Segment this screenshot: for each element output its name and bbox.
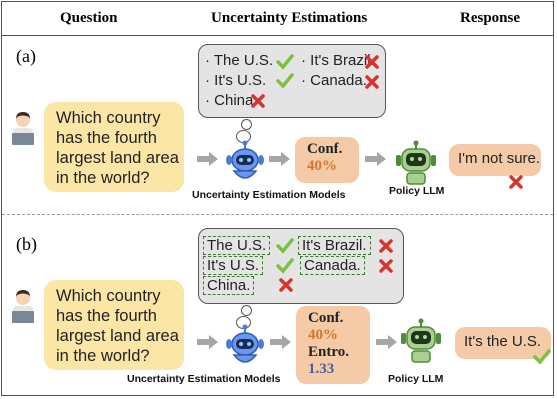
blue-robot-icon — [226, 324, 264, 363]
question-bubble-b: Which country has the fourth largest lan… — [44, 280, 184, 370]
cross-icon — [365, 75, 379, 89]
option-brazil-clustered: It's Brazil. — [298, 236, 371, 255]
entro-value: 1.33 — [308, 361, 335, 377]
conf-title: Conf. — [307, 141, 343, 157]
arrow-icon — [270, 335, 291, 349]
blue-robot-icon — [226, 140, 264, 179]
option-the-us: · The U.S. — [205, 52, 274, 69]
cross-icon — [379, 259, 393, 273]
confidence-box-a: Conf. 40% — [295, 137, 359, 183]
green-robot-icon — [401, 318, 441, 363]
cross-icon — [379, 239, 393, 253]
panel-a-label: (a) — [16, 46, 36, 66]
option-brazil: · It's Brazil. — [301, 52, 375, 69]
question-line: in the world? — [56, 347, 150, 365]
option-the-us-clustered: The U.S. — [203, 236, 271, 255]
option-canada: · Canada. — [301, 72, 367, 89]
check-icon — [276, 238, 294, 254]
option-china: · China. — [205, 92, 258, 109]
arrow-icon — [197, 152, 218, 166]
question-line: Which country — [56, 109, 161, 127]
response-bubble-b: It's the U.S. — [455, 327, 551, 359]
option-china-clustered: China. — [203, 276, 255, 295]
cross-icon — [509, 175, 523, 189]
arrow-icon — [376, 335, 397, 349]
header-response: Response — [460, 10, 521, 26]
confidence-entropy-box-b: Conf. 40% Entro. 1.33 — [296, 306, 370, 384]
header-question: Question — [60, 10, 118, 26]
header-divider — [2, 35, 553, 36]
arrow-icon — [197, 335, 218, 349]
uem-caption-b: Uncertainty Estimation Models — [127, 373, 281, 385]
cross-icon — [365, 55, 379, 69]
conf-value: 40% — [307, 158, 337, 174]
question-line: largest land area — [56, 149, 179, 167]
conf-title: Conf. — [308, 310, 344, 326]
cross-icon — [251, 94, 265, 108]
uem-caption-a: Uncertainty Estimation Models — [192, 189, 346, 201]
question-line: in the world? — [56, 169, 150, 187]
question-line: has the fourth — [56, 129, 157, 147]
entro-title: Entro. — [308, 344, 349, 360]
arrow-icon — [365, 152, 386, 166]
option-its-us-clustered: It's U.S. — [203, 256, 264, 275]
option-canada-clustered: Canada. — [300, 256, 365, 275]
question-line: Which country — [56, 287, 161, 305]
conf-value: 40% — [308, 327, 338, 343]
arrow-icon — [269, 152, 290, 166]
policy-caption-a: Policy LLM — [389, 185, 445, 197]
thought-bubble-small — [241, 119, 252, 130]
response-bubble-a: I'm not sure. — [449, 144, 541, 176]
green-robot-icon — [396, 140, 436, 185]
question-line: has the fourth — [56, 307, 157, 325]
check-icon — [276, 258, 294, 274]
cross-icon — [279, 278, 293, 292]
person-laptop-icon — [12, 290, 34, 323]
policy-caption-b: Policy LLM — [388, 373, 444, 385]
check-icon — [276, 73, 294, 89]
check-icon — [533, 349, 551, 365]
question-line: largest land area — [56, 327, 179, 345]
thought-bubble-small — [241, 305, 252, 316]
panel-b-label: (b) — [16, 234, 37, 254]
question-bubble-a: Which country has the fourth largest lan… — [44, 102, 184, 192]
header-uncertainty: Uncertainty Estimations — [211, 10, 368, 26]
option-its-us: · It's U.S. — [205, 72, 267, 89]
check-icon — [276, 54, 294, 70]
panel-divider — [2, 214, 553, 215]
person-laptop-icon — [12, 112, 34, 145]
